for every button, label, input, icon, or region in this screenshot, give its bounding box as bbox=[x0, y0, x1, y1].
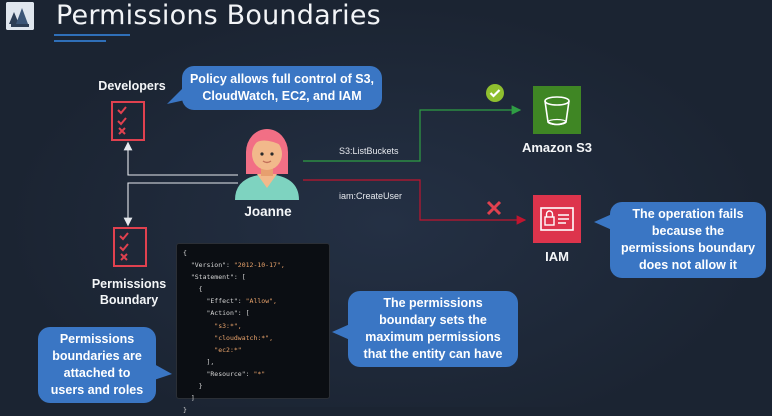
code-line: "Resource": "*" bbox=[183, 369, 266, 378]
checklist-icon bbox=[113, 227, 147, 272]
policy-callout: Policy allows full control of S3, CloudW… bbox=[182, 66, 382, 110]
code-line: ] bbox=[183, 394, 195, 403]
policy-json-code: { "Version": "2012-10-17", "Statement": … bbox=[176, 243, 330, 414]
code-line: "ec2:*" bbox=[183, 345, 242, 354]
joanne-label: Joanne bbox=[244, 204, 292, 219]
code-line: { bbox=[183, 285, 203, 294]
code-line: "cloudwatch:*", bbox=[183, 333, 274, 342]
deny-connector bbox=[303, 179, 527, 225]
operation-fails-callout-pointer bbox=[594, 214, 612, 230]
page-title: Permissions Boundaries bbox=[56, 0, 381, 31]
code-line: "s3:*", bbox=[183, 321, 242, 330]
code-line: "Statement": [ bbox=[183, 273, 246, 282]
iam-label: IAM bbox=[545, 249, 569, 264]
code-line: ], bbox=[183, 357, 215, 366]
id-card-lock-icon bbox=[533, 195, 581, 248]
developers-connector bbox=[123, 141, 238, 176]
code-line: "Action": [ bbox=[183, 309, 250, 318]
code-line: } bbox=[183, 406, 187, 415]
code-line: "Effect": "Allow", bbox=[183, 297, 277, 306]
bucket-icon bbox=[533, 86, 581, 139]
title-underline-secondary bbox=[54, 40, 106, 42]
boundary-sets-callout-pointer bbox=[332, 324, 350, 340]
permissions-boundary-label: Permissions Boundary bbox=[91, 277, 167, 307]
checklist-icon bbox=[111, 101, 145, 146]
s3-action-label: S3:ListBuckets bbox=[339, 146, 399, 156]
presentation-logo-icon bbox=[6, 2, 34, 30]
amazon-s3-label: Amazon S3 bbox=[521, 140, 593, 155]
code-line: { bbox=[183, 249, 187, 257]
operation-fails-callout: The operation fails because the permissi… bbox=[610, 202, 766, 278]
attached-callout: Permissions boundaries are attached to u… bbox=[38, 327, 156, 403]
developers-label: Developers bbox=[98, 79, 166, 93]
connector-lines bbox=[123, 105, 527, 227]
x-mark-icon bbox=[486, 200, 502, 221]
allow-connector bbox=[303, 105, 522, 162]
code-line: } bbox=[183, 382, 203, 391]
attached-callout-pointer bbox=[154, 364, 172, 380]
check-circle-icon bbox=[485, 83, 505, 108]
iam-action-label: iam:CreateUser bbox=[339, 191, 403, 201]
user-avatar-icon bbox=[231, 126, 303, 207]
boundary-sets-callout: The permissions boundary sets the maximu… bbox=[348, 291, 518, 367]
policy-callout-pointer bbox=[167, 86, 185, 104]
title-underline bbox=[54, 34, 130, 36]
boundary-connector bbox=[123, 182, 238, 227]
code-line: "Version": "2012-10-17", bbox=[183, 261, 285, 270]
